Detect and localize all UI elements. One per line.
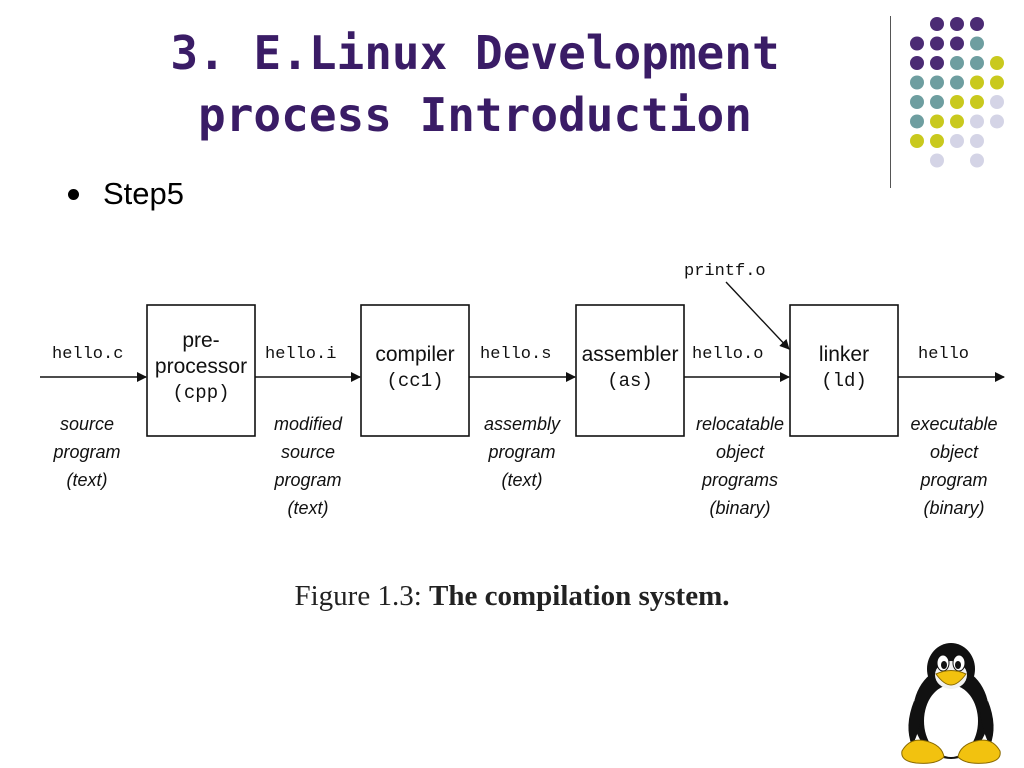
decorative-dot	[910, 95, 924, 109]
file-label-hello-i: hello.i	[265, 345, 337, 364]
tux-penguin-icon	[901, 643, 1001, 764]
assembler-label-line2: (as)	[607, 370, 653, 392]
preprocessor-label-line1: pre-	[182, 329, 220, 352]
decorative-dot	[910, 36, 924, 51]
figure-caption: Figure 1.3: The compilation system.	[0, 580, 1024, 613]
decorative-dot	[930, 36, 944, 51]
decorative-dot	[950, 75, 964, 90]
arrow-printf-to-ld	[725, 281, 790, 350]
linker-label-line2: (ld)	[821, 370, 867, 392]
decorative-dot	[990, 114, 1004, 129]
title-divider	[890, 16, 891, 188]
decorative-dot	[930, 95, 944, 109]
decorative-dot	[970, 56, 984, 70]
decorative-dot	[950, 134, 964, 148]
linker-label-line1: linker	[818, 343, 870, 366]
decorative-dot	[950, 36, 964, 51]
preprocessor-label-line2: processor	[154, 355, 248, 378]
decorative-dot	[910, 114, 924, 129]
title-line-2: process Introduction	[198, 88, 752, 142]
decorative-dot	[950, 56, 964, 70]
file-label-hello-c: hello.c	[52, 345, 124, 364]
caption-prefix: Figure 1.3:	[294, 580, 422, 612]
decorative-dot	[970, 36, 984, 51]
desc-assembly-program: assembly program (text)	[483, 414, 561, 490]
decorative-dot	[930, 134, 944, 148]
linker-label: linker (ld)	[790, 342, 898, 394]
desc-source-program: source program (text)	[53, 414, 121, 490]
decorative-dot	[930, 17, 944, 31]
decorative-dot	[970, 114, 984, 129]
decorative-dot	[990, 56, 1004, 70]
desc-relocatable-object-programs: relocatable object programs (binary)	[695, 414, 785, 518]
compiler-label: compiler (cc1)	[361, 342, 469, 394]
decorative-dot	[910, 56, 924, 70]
decorative-dot	[930, 153, 944, 168]
decorative-dot	[970, 134, 984, 148]
decorative-dot	[910, 134, 924, 148]
caption-text: The compilation system.	[429, 580, 730, 612]
compiler-label-line2: (cc1)	[386, 370, 444, 392]
bullet-dot-icon	[68, 188, 79, 200]
compiler-label-line1: compiler	[375, 343, 455, 366]
bullet-item: Step5	[68, 170, 184, 218]
decorative-dot	[990, 75, 1004, 90]
title-line-1: 3. E.Linux Development	[170, 26, 780, 80]
decorative-dot	[930, 56, 944, 70]
desc-executable-object-program: executable object program (binary)	[910, 414, 998, 518]
decorative-dot	[950, 17, 964, 31]
preprocessor-label: pre- processor (cpp)	[147, 328, 255, 406]
desc-modified-source-program: modified source program (text)	[273, 414, 343, 518]
decorative-dot	[970, 75, 984, 90]
decorative-dot	[950, 95, 964, 109]
file-label-hello-s: hello.s	[480, 345, 552, 364]
file-label-hello-o: hello.o	[692, 345, 764, 364]
decorative-dot	[930, 75, 944, 90]
decorative-dot	[970, 153, 984, 168]
file-label-hello: hello	[918, 345, 970, 364]
decorative-dot	[950, 114, 964, 129]
preprocessor-label-line3: (cpp)	[172, 382, 230, 404]
decorative-dot	[970, 17, 984, 31]
decorative-dot	[990, 95, 1004, 109]
bullet-text: Step5	[103, 176, 185, 211]
decorative-dot	[910, 75, 924, 90]
assembler-label-line1: assembler	[581, 343, 679, 366]
assembler-label: assembler (as)	[576, 342, 684, 394]
decorative-dot	[930, 114, 944, 129]
slide-title: 3. E.Linux Development process Introduct…	[95, 22, 855, 146]
decorative-dot	[970, 95, 984, 109]
file-label-printf-o: printf.o	[684, 262, 766, 281]
